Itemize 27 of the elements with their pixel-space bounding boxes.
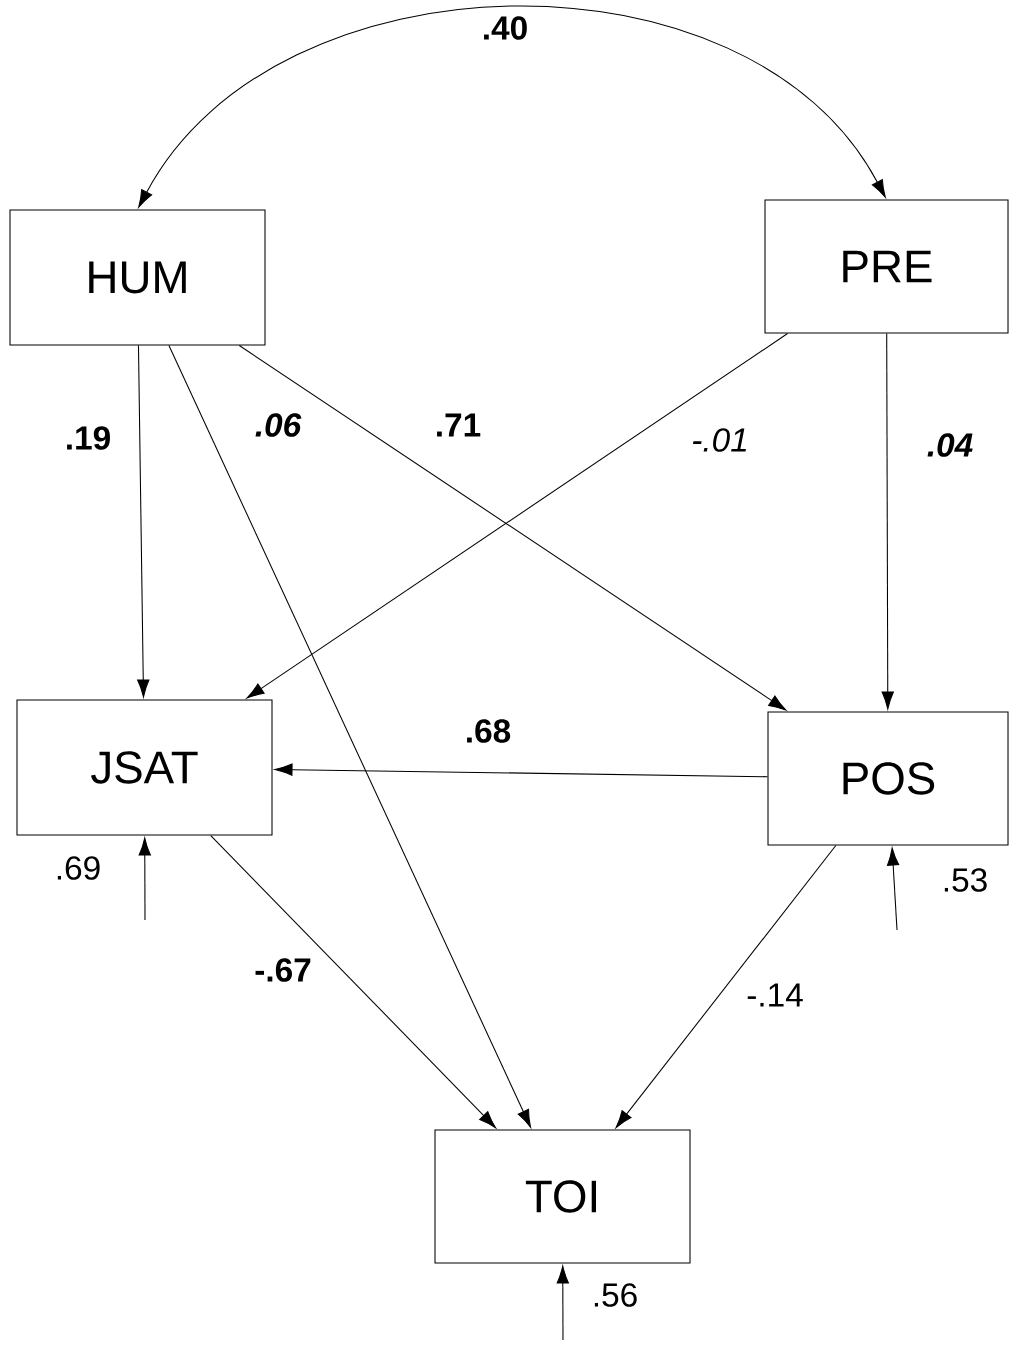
arrow [210, 835, 497, 1129]
edge-label: -.01 [689, 426, 751, 454]
edge-label: .19 [63, 424, 113, 452]
error-arrow [556, 1265, 569, 1341]
edge-label: .56 [590, 1281, 640, 1309]
variable-box: HUM [9, 209, 266, 346]
curved-arrow [138, 5, 886, 208]
arrow [137, 345, 150, 698]
edge-label: .40 [480, 14, 530, 42]
edge-label: .69 [53, 854, 103, 882]
variable-box: JSAT [16, 699, 273, 836]
edge-label: .06 [253, 411, 303, 439]
edge-label: -.14 [744, 981, 806, 1009]
edge-label: .53 [940, 866, 990, 894]
variable-box: TOI [434, 1129, 691, 1264]
error-arrow [138, 837, 151, 921]
arrow [615, 845, 837, 1129]
error-arrow [887, 847, 900, 931]
edge-label: .04 [925, 431, 975, 459]
arrow [168, 345, 532, 1128]
edge-label: .71 [433, 411, 483, 439]
variable-box: POS [767, 711, 1009, 846]
variable-box: PRE [764, 199, 1009, 334]
arrow [881, 333, 894, 710]
edge-label: -.67 [252, 956, 314, 984]
edge-label: .68 [463, 717, 513, 745]
arrow [274, 763, 768, 778]
